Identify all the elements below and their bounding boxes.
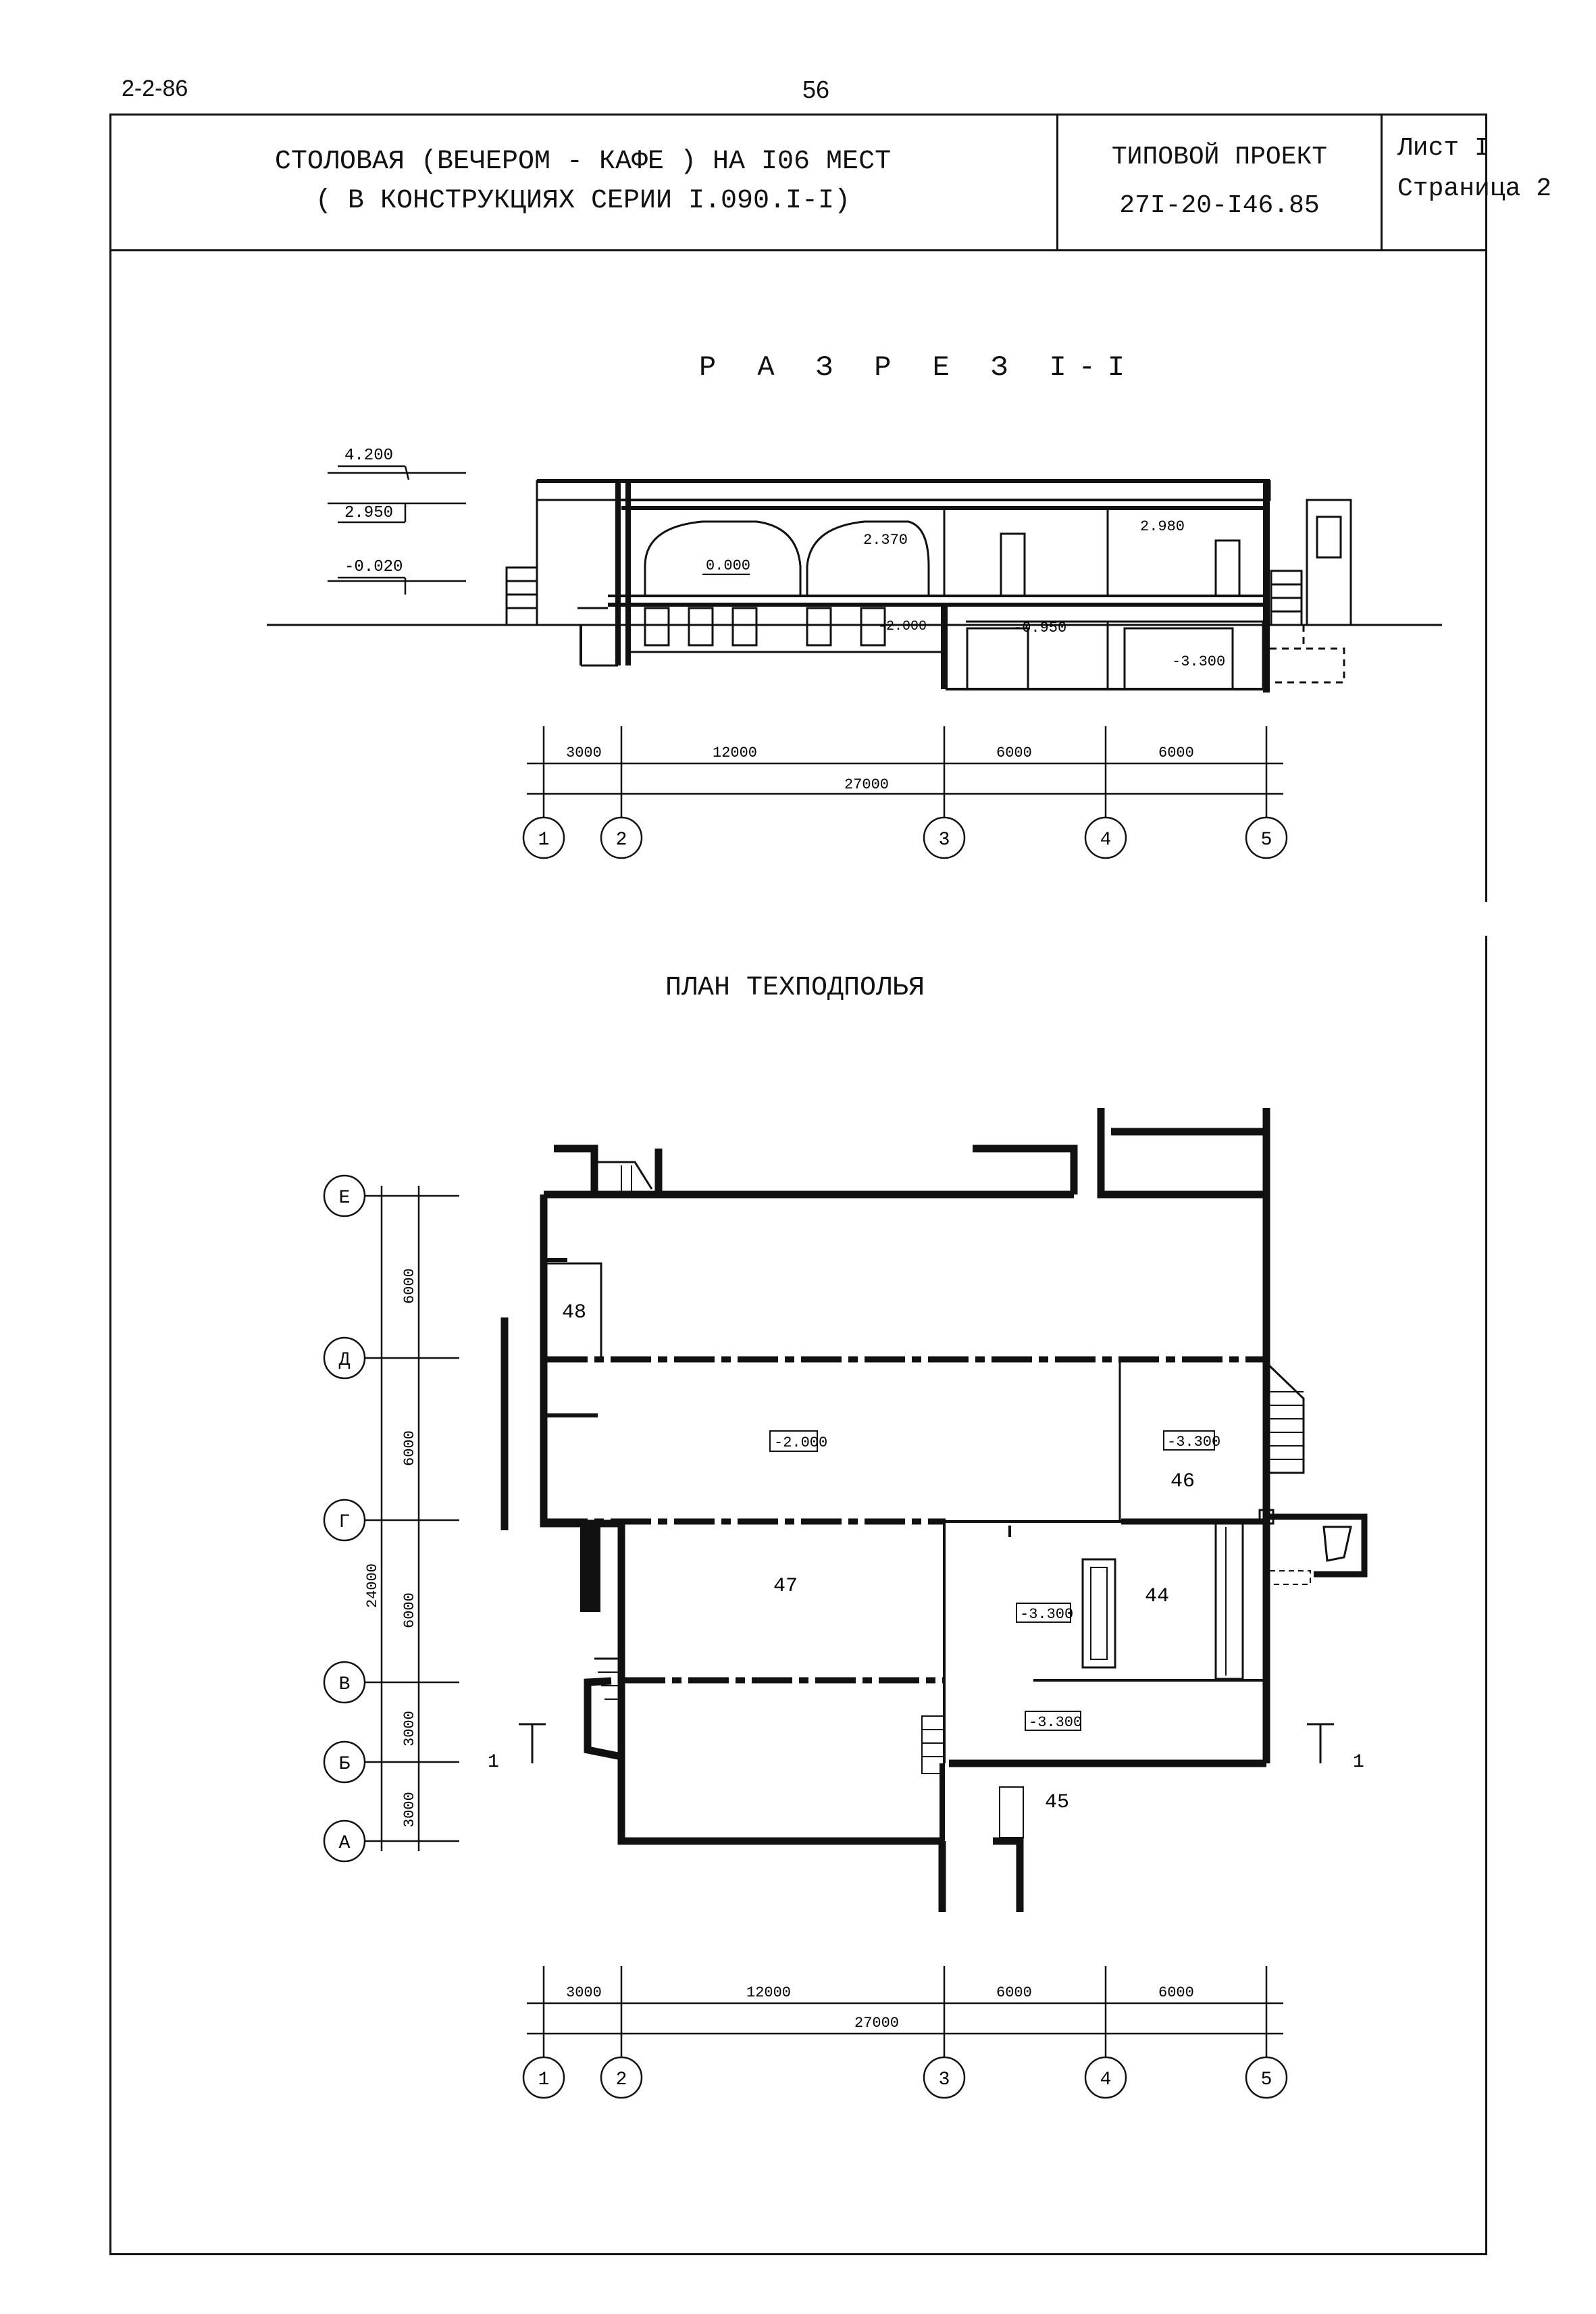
dim-label: 3000 [566, 1984, 602, 2001]
room-number: 48 [562, 1301, 586, 1324]
cut-label: 1 [488, 1752, 499, 1773]
room-number: 45 [1045, 1791, 1069, 1814]
section-mark: 2.370 [863, 532, 908, 549]
dim-label: 6000 [996, 745, 1032, 761]
project-number: 27I-20-I46.85 [1119, 191, 1320, 220]
dim-label: 6000 [1158, 745, 1194, 761]
project-label: ТИПОВОЙ ПРОЕКТ [1111, 142, 1328, 172]
axis-label: 2 [616, 830, 627, 851]
level-label: 4.200 [344, 447, 393, 465]
dim-label: 12000 [746, 1984, 791, 2001]
axis-label: 1 [538, 830, 550, 851]
row-dim-label: 3000 [401, 1792, 418, 1828]
cut-markers [519, 1723, 1334, 1763]
roof-slab [536, 480, 1271, 501]
row-axis-label: В [339, 1674, 351, 1695]
section-mark: -3.300 [1172, 653, 1225, 670]
room-number: 46 [1170, 1470, 1195, 1493]
plan-row-axis-bubbles [323, 1174, 366, 1863]
document-code: 2-2-86 [122, 76, 188, 101]
axis-label: 5 [1261, 2069, 1272, 2090]
section-axis-bubbles [522, 816, 1288, 859]
axis-label: 3 [939, 830, 950, 851]
row-dim-label: 6000 [401, 1268, 418, 1304]
section-dim-chain [527, 726, 1283, 818]
cut-label: 1 [1353, 1752, 1364, 1773]
sheet-label: Лист I [1397, 134, 1490, 163]
axis-label: 1 [538, 2069, 550, 2090]
plan-mark: -3.300 [1167, 1434, 1220, 1451]
dim-total: 27000 [854, 2015, 899, 2032]
section-drawing [267, 479, 1442, 693]
row-axis-label: А [339, 1833, 351, 1854]
axis-label: 2 [616, 2069, 627, 2090]
section-level-markers [328, 465, 466, 595]
plan-mark: -2.000 [774, 1434, 827, 1451]
dim-label: 6000 [1158, 1984, 1194, 2001]
section-title: Р А З Р Е З I-I [699, 351, 1137, 384]
row-dim-label: 3000 [401, 1711, 418, 1746]
section-mark: 0.000 [706, 557, 750, 574]
drawing-frame [109, 114, 1487, 2255]
dim-label: 3000 [566, 745, 602, 761]
axis-label: 5 [1261, 830, 1272, 851]
section-mark: 2.980 [1140, 518, 1185, 535]
axis-label: 4 [1100, 830, 1112, 851]
plan-dim-chain [527, 1966, 1283, 2057]
plan-mark: -3.300 [1020, 1606, 1073, 1623]
level-label: -0.020 [344, 558, 403, 576]
title-block: СТОЛОВАЯ (ВЕЧЕРОМ - КАФЕ ) НА I06 МЕСТ (… [109, 114, 1551, 251]
plan-axis-bubbles [522, 2056, 1288, 2099]
axis-label: 4 [1100, 2069, 1112, 2090]
row-dim-total: 24000 [364, 1563, 381, 1608]
row-axis-label: Д [339, 1350, 351, 1371]
page-number: 56 [802, 76, 830, 103]
dim-label: 6000 [996, 1984, 1032, 2001]
room-number: 47 [773, 1575, 798, 1598]
title-cell: СТОЛОВАЯ (ВЕЧЕРОМ - КАФЕ ) НА I06 МЕСТ (… [109, 114, 1058, 249]
level-label: 2.950 [344, 504, 393, 522]
dim-label: 12000 [713, 745, 757, 761]
row-axis-label: Г [339, 1512, 351, 1533]
title-line-2: ( В КОНСТРУКЦИЯХ СЕРИИ I.090.I-I) [315, 185, 851, 216]
room-number: 44 [1145, 1585, 1169, 1608]
title-line-1: СТОЛОВАЯ (ВЕЧЕРОМ - КАФЕ ) НА I06 МЕСТ [274, 146, 892, 177]
row-axis-label: Е [339, 1188, 351, 1209]
row-axis-label: Б [339, 1754, 351, 1775]
section-mark: -2.000 [878, 619, 927, 634]
plan-mark: -3.300 [1029, 1714, 1082, 1731]
plan-drawing [500, 1108, 1368, 1912]
dim-total: 27000 [844, 776, 889, 793]
plan-row-dim-chain [365, 1186, 459, 1851]
row-dim-label: 6000 [401, 1430, 418, 1466]
project-cell: ТИПОВОЙ ПРОЕКТ 27I-20-I46.85 [1058, 114, 1383, 249]
axis-label: 3 [939, 2069, 950, 2090]
section-mark: -0.950 [1013, 620, 1066, 636]
row-dim-label: 6000 [401, 1592, 418, 1628]
plan-title: ПЛАН ТЕХПОДПОЛЬЯ [665, 973, 925, 1003]
